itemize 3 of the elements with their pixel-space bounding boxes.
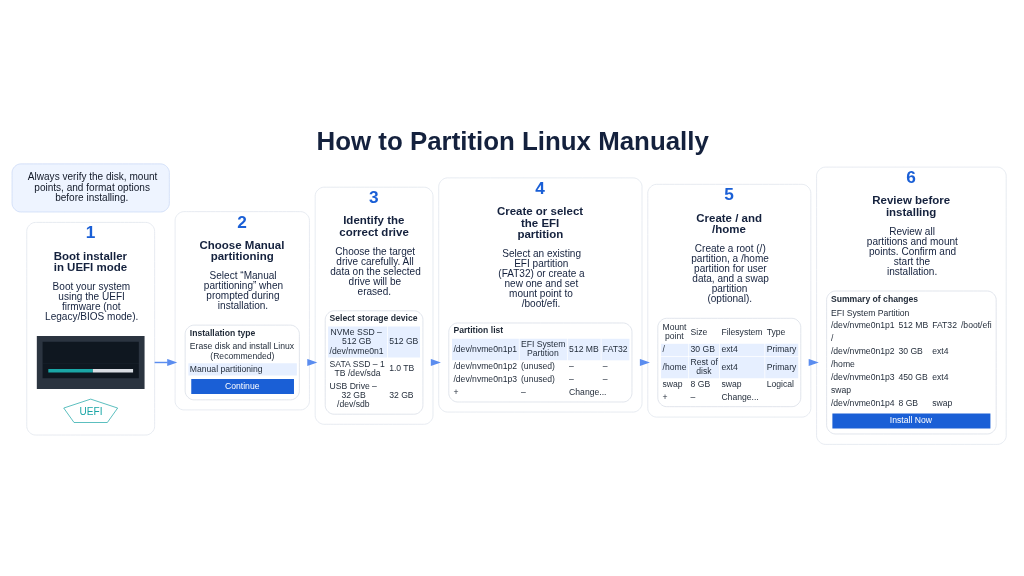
- node-box: Always verify the disk, mount points, and format options before installing.: [11, 163, 170, 212]
- diagram-title: How to Partition Linux Manually: [316, 126, 709, 155]
- node-box: Summary of changes EFI System Partition /dev/nvme0n1p1 512 MB FAT32 /boot/efi / /dev/nvme0n1p2 30 GB ext4 /home /dev/nvme0n1p3 450 GB ext4 swap /dev/nvme0n1p4 8 GB swap Install Now: [826, 290, 997, 434]
